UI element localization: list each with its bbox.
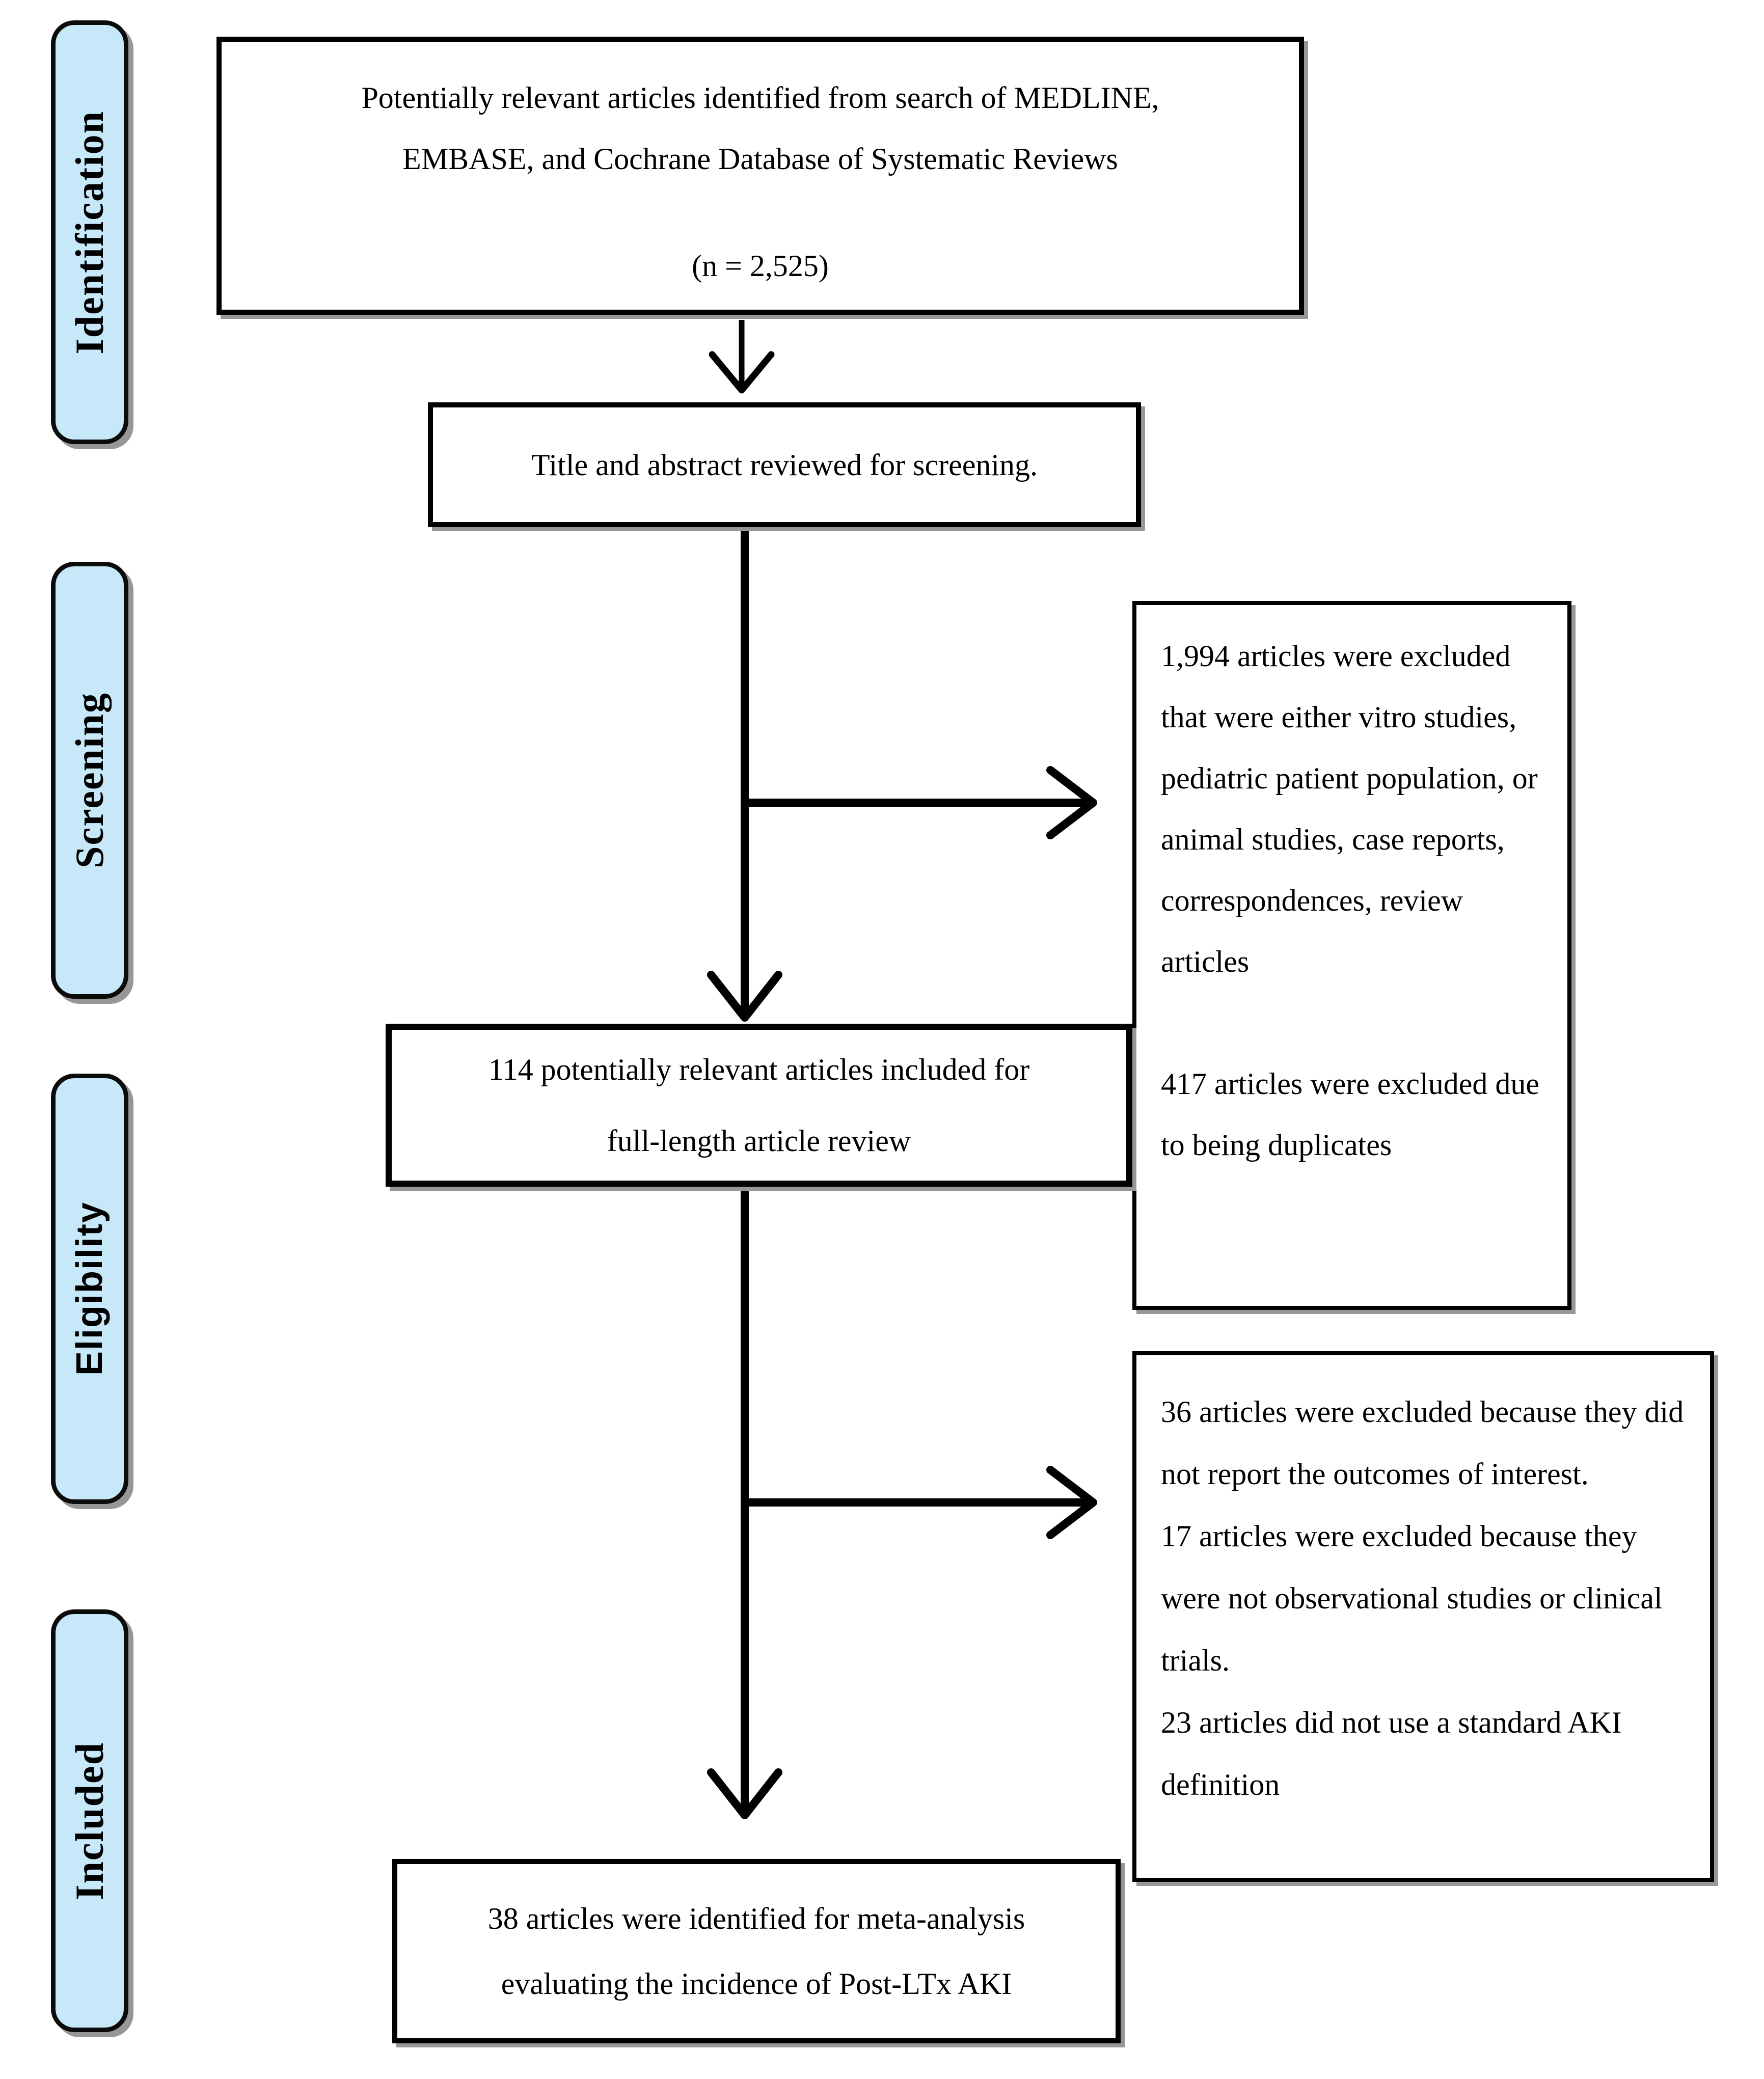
arrow-fulltext-to-included: [707, 1187, 782, 1819]
fulltext-line1: 114 potentially relevant articles includ…: [488, 1053, 1030, 1086]
excluded-eligibility-item3: 23 articles did not use a standard AKI d…: [1161, 1706, 1622, 1801]
box-excluded-eligibility: 36 articles were excluded because they d…: [1132, 1351, 1714, 1882]
box-identified-records: Potentially relevant articles identified…: [216, 37, 1304, 315]
stage-label-text: Included: [67, 1741, 112, 1900]
excluded-eligibility-item2: 17 articles were excluded because they w…: [1161, 1519, 1663, 1677]
excluded-screening-para2: 417 articles were excluded due to being …: [1161, 1067, 1539, 1162]
box-excluded-screening: 1,994 articles were excluded that were e…: [1132, 601, 1571, 1310]
fulltext-line2: full-length article review: [607, 1124, 911, 1158]
stage-label-identification: Identification: [51, 20, 128, 444]
excluded-screening-para1: 1,994 articles were excluded that were e…: [1161, 639, 1538, 978]
box-fulltext-review: 114 potentially relevant articles includ…: [386, 1024, 1132, 1187]
identified-line1: Potentially relevant articles identified…: [361, 81, 1159, 115]
included-line2: evaluating the incidence of Post-LTx AKI: [501, 1967, 1012, 2001]
stage-label-text: Eligibility: [69, 1201, 110, 1376]
included-line1: 38 articles were identified for meta-ana…: [487, 1902, 1025, 1935]
arrow-branch-to-excluded-eligibility: [745, 1466, 1097, 1539]
identified-count: (n = 2,525): [692, 249, 829, 283]
stage-label-eligibility: Eligibility: [51, 1074, 128, 1504]
stage-label-text: Identification: [67, 110, 112, 354]
screened-text: Title and abstract reviewed for screenin…: [531, 448, 1038, 482]
arrow-screened-to-fulltext: [707, 527, 782, 1022]
excluded-eligibility-item1: 36 articles were excluded because they d…: [1161, 1395, 1684, 1491]
stage-label-included: Included: [51, 1609, 128, 2032]
arrow-identified-to-screened: [709, 320, 775, 394]
box-included-meta-analysis: 38 articles were identified for meta-ana…: [392, 1859, 1121, 2043]
stage-label-screening: Screening: [51, 562, 128, 999]
arrow-branch-to-excluded-screening: [745, 766, 1097, 839]
stage-label-text: Screening: [67, 692, 112, 868]
identified-line2: EMBASE, and Cochrane Database of Systema…: [402, 142, 1118, 176]
box-title-abstract-screening: Title and abstract reviewed for screenin…: [428, 402, 1141, 527]
